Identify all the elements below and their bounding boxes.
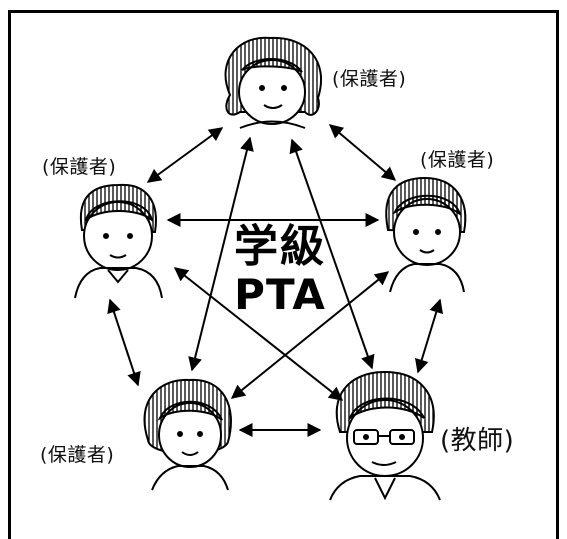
center-title: 学級 PTA [225,222,335,318]
label-parent-left: (保護者) [42,156,117,178]
label-parent-bottom: (保護者) [40,444,115,466]
label-teacher: (教師) [440,426,515,456]
arrow-right-bottomleft [230,271,390,399]
arrow-top-left [146,127,224,183]
arrow-right-teacher [414,298,444,374]
arrow-top-right [328,124,397,181]
parent-right-figure [385,176,467,293]
parent-left-figure [74,183,163,299]
center-title-line1: 学級 [234,221,326,272]
parent-top-figure [224,36,323,129]
label-parent-top: (保護者) [332,68,407,90]
arrow-left-bottomleft [107,298,141,387]
parent-bottomleft-figure [143,378,232,491]
center-title-line2: PTA [234,270,326,319]
label-parent-right: (保護者) [420,149,495,171]
teacher-figure [329,370,441,501]
